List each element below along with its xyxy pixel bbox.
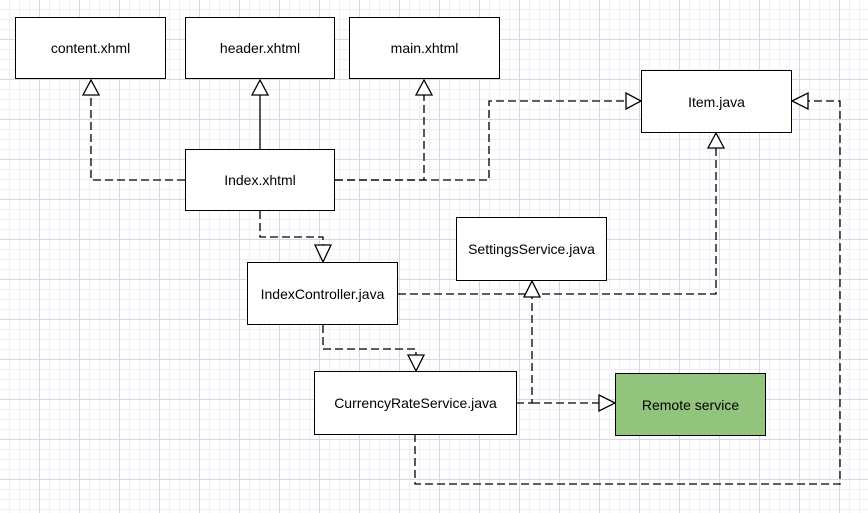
edge-index-item	[335, 100, 626, 181]
arrowhead-main	[414, 78, 434, 96]
arrowhead-content	[81, 78, 101, 96]
edge-controller-item	[398, 148, 717, 295]
node-index-xhtml[interactable]: Index.xhtml	[185, 149, 335, 211]
node-remote-service[interactable]: Remote service	[615, 373, 766, 436]
arrowhead-item-right	[790, 91, 809, 111]
edge-index-controller	[259, 211, 324, 245]
node-settings-service[interactable]: SettingsService.java	[456, 217, 607, 281]
edge-index-content	[90, 95, 185, 181]
edge-controller-currency	[322, 325, 417, 355]
arrowhead-controller	[313, 244, 333, 264]
arrowhead-settings	[522, 279, 542, 298]
node-item-java[interactable]: Item.java	[641, 70, 792, 133]
arrowhead-currency	[406, 354, 426, 373]
arrowhead-header	[250, 78, 270, 96]
node-main-xhtml[interactable]: main.xhtml	[349, 17, 500, 79]
edge-index-main	[335, 95, 425, 181]
edge-currency-settings	[516, 297, 533, 404]
node-content-xhml[interactable]: content.xhml	[15, 17, 166, 79]
node-index-controller[interactable]: IndexController.java	[247, 262, 398, 325]
arrowhead-item-left	[625, 91, 643, 111]
node-header-xhtml[interactable]: header.xhtml	[185, 17, 335, 79]
node-currency-rate-service[interactable]: CurrencyRateService.java	[314, 371, 517, 435]
arrowhead-item-bottom	[706, 131, 726, 149]
arrowhead-remote	[598, 393, 617, 413]
edge-currency-item	[414, 100, 841, 485]
